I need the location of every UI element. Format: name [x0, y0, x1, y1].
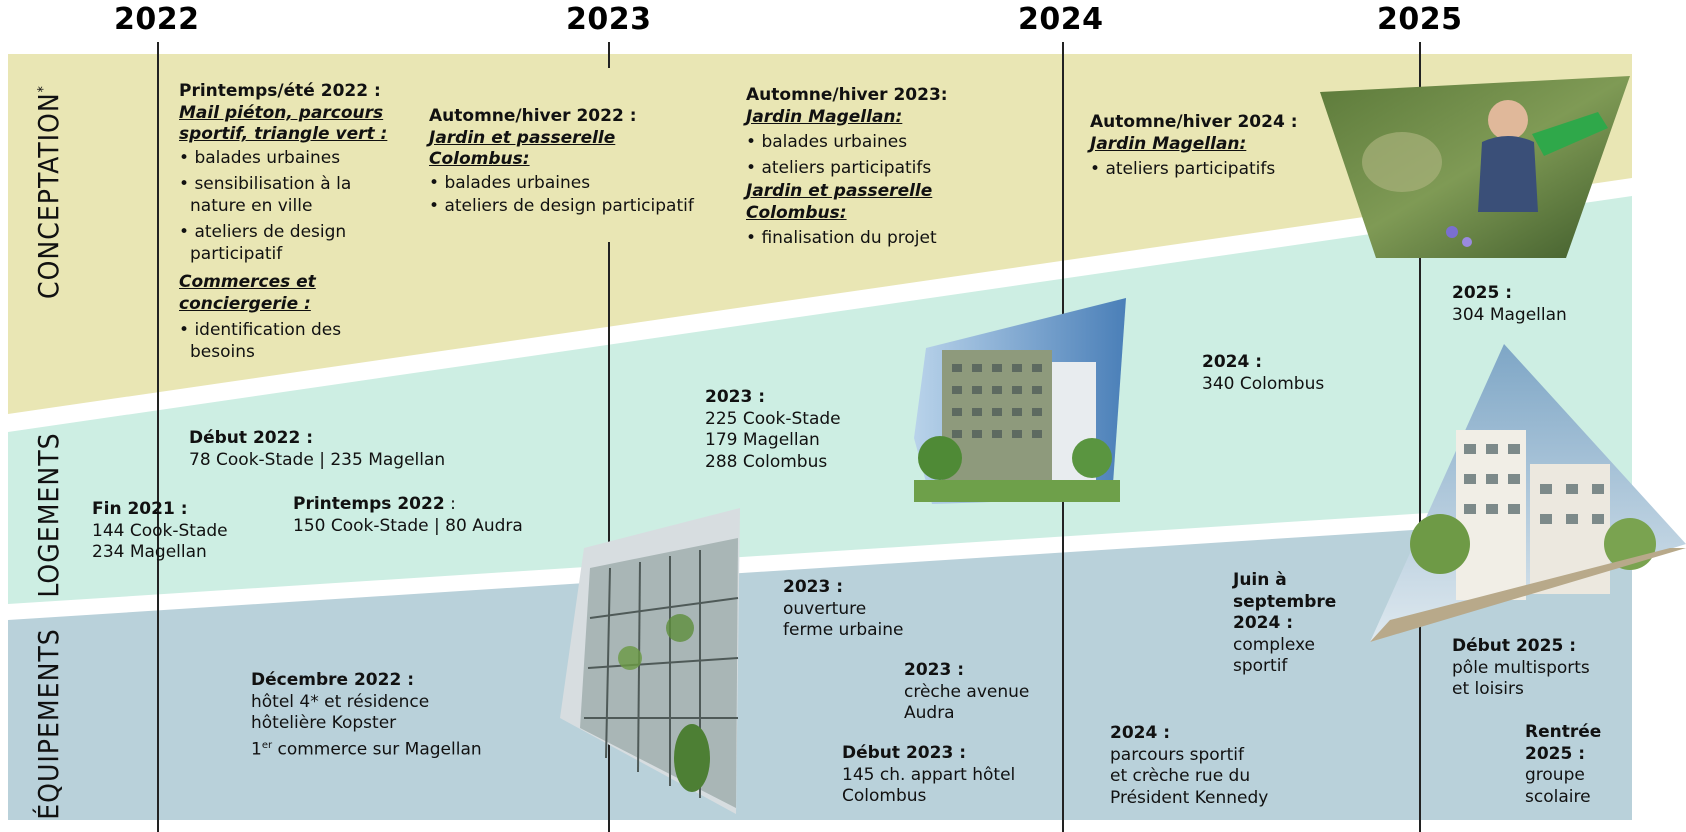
facility-block-fall-2025: Rentrée 2025 : groupe scolaire	[1525, 722, 1625, 808]
block-line: crèche avenue	[904, 681, 1030, 702]
block-line: ouverture	[783, 598, 867, 619]
block-line: groupe	[1525, 765, 1585, 785]
list-item: identification des besoins	[179, 320, 394, 363]
conception-block-spring-2022: Printemps/été 2022 : Mail piéton, parcou…	[179, 81, 394, 363]
year-line-2023-top	[608, 42, 610, 68]
housing-block-end-2021: Fin 2021 : 144 Cook-Stade 234 Magellan	[92, 499, 252, 564]
housing-block-2025: 2025 : 304 Magellan	[1452, 283, 1602, 326]
logements-band	[8, 196, 1632, 604]
housing-block-early-2022: Début 2022 : 78 Cook-Stade | 235 Magella…	[189, 428, 489, 471]
list-item: balades urbaines	[179, 148, 394, 170]
row-label-equipements: ÉQUIPEMENTS	[32, 628, 65, 820]
block-line: hôtelière Kopster	[251, 713, 397, 733]
block-title: 2024 :	[1202, 352, 1263, 372]
block-line: 150 Cook-Stade | 80 Audra	[293, 515, 523, 536]
year-line-2022	[157, 42, 159, 832]
list-item: balades urbaines	[429, 173, 719, 195]
year-line-2025	[1419, 42, 1421, 832]
facility-block-early-2023: Début 2023 : 145 ch. appart hôtel Colomb…	[842, 743, 1042, 808]
block-title: Fin 2021 :	[92, 499, 188, 519]
facility-block-2023-farm: 2023 : ouverture ferme urbaine	[783, 577, 933, 642]
block-line: 225 Cook-Stade	[705, 408, 841, 429]
block-line: 340 Colombus	[1202, 373, 1325, 394]
year-2025: 2025	[1377, 2, 1463, 37]
housing-block-2024: 2024 : 340 Colombus	[1202, 352, 1372, 395]
conception-block-autumn-2023: Automne/hiver 2023: Jardin Magellan: bal…	[746, 85, 1036, 250]
year-2022: 2022	[114, 2, 200, 37]
list-item: finalisation du projet	[746, 228, 1036, 250]
block-line: ferme urbaine	[783, 620, 904, 640]
block-line: 304 Magellan	[1452, 304, 1567, 325]
block-subtitle: Commerces et conciergerie :	[179, 272, 316, 314]
apartment-complex-photo	[1370, 344, 1686, 642]
conception-block-autumn-2024: Automne/hiver 2024 : Jardin Magellan: at…	[1090, 112, 1320, 181]
block-line: 234 Magellan	[92, 542, 207, 562]
block-line: 288 Colombus	[705, 451, 828, 472]
row-label-conception: CONCEPTATION*	[32, 85, 65, 299]
block-title: 2023 :	[783, 577, 844, 597]
block-title: 2023 :	[705, 387, 766, 407]
list-item: ateliers de design participatif	[179, 222, 394, 265]
block-line: Audra	[904, 703, 955, 723]
facility-block-early-2025: Début 2025 : pôle multisports et loisirs	[1452, 636, 1622, 701]
block-line: hôtel 4* et résidence	[251, 691, 430, 712]
block-title: Décembre 2022 :	[251, 670, 414, 690]
block-subtitle: Jardin et passerelle Colombus:	[746, 181, 933, 223]
block-title: 2025 :	[1452, 283, 1513, 303]
residential-building-photo	[914, 298, 1126, 504]
block-title-suffix: :	[444, 494, 456, 514]
garden-photo	[1320, 76, 1630, 258]
block-line: et loisirs	[1452, 679, 1524, 699]
block-line: et crèche rue du	[1110, 766, 1251, 786]
block-title: Début 2023 :	[842, 743, 966, 763]
block-subtitle: Jardin Magellan:	[1090, 133, 1247, 154]
block-title: Rentrée 2025 :	[1525, 722, 1602, 764]
equipements-band	[8, 516, 1632, 820]
block-line: 1er commerce sur Magellan	[251, 739, 482, 760]
block-title: Printemps 2022	[293, 494, 445, 514]
facility-block-summer-2024: Juin à septembre 2024 : complexe sportif	[1233, 570, 1343, 678]
block-title: Printemps/été 2022 :	[179, 81, 381, 101]
list-item: ateliers participatifs	[1090, 159, 1320, 181]
block-line: 145 ch. appart hôtel	[842, 764, 1016, 785]
block-title: Début 2025 :	[1452, 636, 1576, 656]
block-line: 78 Cook-Stade | 235 Magellan	[189, 449, 446, 470]
block-subtitle: Mail piéton, parcours sportif, triangle …	[179, 102, 388, 145]
facility-block-2024: 2024 : parcours sportif et crèche rue du…	[1110, 723, 1310, 809]
year-2023: 2023	[566, 2, 652, 37]
block-line: 179 Magellan	[705, 430, 820, 450]
list-item: balades urbaines	[746, 132, 1036, 154]
block-line: 144 Cook-Stade	[92, 520, 228, 541]
year-line-2023	[608, 242, 610, 832]
block-line: parcours sportif	[1110, 744, 1245, 765]
facility-block-2023-creche: 2023 : crèche avenue Audra	[904, 660, 1054, 725]
block-title: Début 2022 :	[189, 428, 313, 448]
housing-block-2023: 2023 : 225 Cook-Stade 179 Magellan 288 C…	[705, 387, 875, 473]
block-title: Juin à septembre 2024 :	[1233, 570, 1337, 633]
block-line: pôle multisports	[1452, 657, 1590, 678]
list-item: ateliers de design participatif	[429, 196, 719, 218]
block-subtitle: Jardin Magellan:	[746, 106, 903, 127]
block-title: Automne/hiver 2024 :	[1090, 112, 1298, 132]
block-subtitle: Jardin et passerelle Colombus:	[429, 127, 616, 170]
row-label-logements: LOGEMENTS	[32, 432, 65, 598]
block-line: complexe	[1233, 634, 1315, 655]
housing-block-spring-2022: Printemps 2022 : 150 Cook-Stade | 80 Aud…	[293, 494, 553, 537]
block-line: sportif	[1233, 656, 1288, 676]
list-item: ateliers participatifs	[746, 158, 1036, 180]
greenhouse-building-photo	[560, 508, 740, 814]
block-title: 2023 :	[904, 660, 965, 680]
conception-block-autumn-2022: Automne/hiver 2022 : Jardin et passerell…	[429, 106, 719, 218]
block-line: scolaire	[1525, 786, 1591, 807]
block-title-line: Printemps 2022 :	[293, 494, 553, 516]
year-2024: 2024	[1018, 2, 1104, 37]
block-line: Colombus	[842, 786, 927, 806]
block-title: Automne/hiver 2022 :	[429, 106, 637, 126]
list-item: sensibilisation à la nature en ville	[179, 174, 394, 217]
block-title: Automne/hiver 2023:	[746, 85, 948, 105]
block-line: Président Kennedy	[1110, 787, 1269, 808]
facility-block-dec-2022: Décembre 2022 : hôtel 4* et résidence hô…	[251, 670, 501, 761]
block-title: 2024 :	[1110, 723, 1171, 743]
